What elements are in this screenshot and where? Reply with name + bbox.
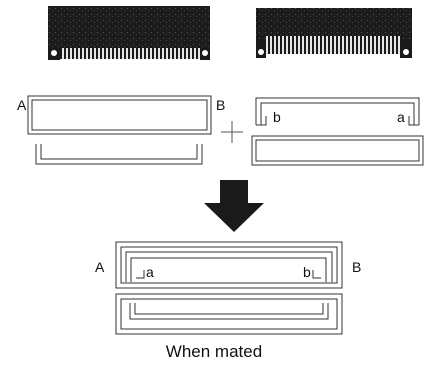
down-arrow (204, 180, 264, 232)
mated-bottom-inner (120, 298, 338, 330)
mated-top-outer (115, 241, 343, 289)
label-B-top: B (216, 97, 226, 113)
label-a-mated: a (146, 264, 154, 280)
label-A-mated: A (95, 259, 105, 275)
schematic-right (251, 97, 424, 166)
label-a-top: a (397, 109, 405, 125)
caption-when-mated: When mated (165, 342, 263, 361)
schematic-mated (115, 241, 343, 335)
label-A-top: A (17, 97, 27, 113)
left-inner-box (31, 99, 208, 131)
mated-top-inner (125, 251, 333, 282)
label-b-mated: b (303, 264, 311, 280)
right-top-inner (260, 102, 415, 125)
mated-top-mid (120, 246, 338, 284)
plus-sign (221, 121, 243, 143)
mated-bottom-bracket (129, 303, 329, 320)
left-outer-box (27, 95, 212, 135)
label-B-mated: B (352, 259, 362, 275)
right-bottom-inner (255, 139, 420, 162)
right-bracket-b-foot (256, 116, 267, 126)
right-bottom-outer (251, 135, 424, 166)
mated-a-bracket (130, 257, 327, 282)
schematic-left (27, 95, 212, 165)
left-bracket-inner (40, 144, 198, 160)
right-bracket-a-foot (408, 116, 419, 126)
right-top-outer (255, 97, 420, 125)
left-bracket-outer (35, 144, 203, 165)
label-b-top: b (273, 109, 281, 125)
connector-photo-right (256, 8, 412, 58)
mated-bottom-outer (115, 293, 343, 335)
connector-photo-left (48, 6, 210, 60)
